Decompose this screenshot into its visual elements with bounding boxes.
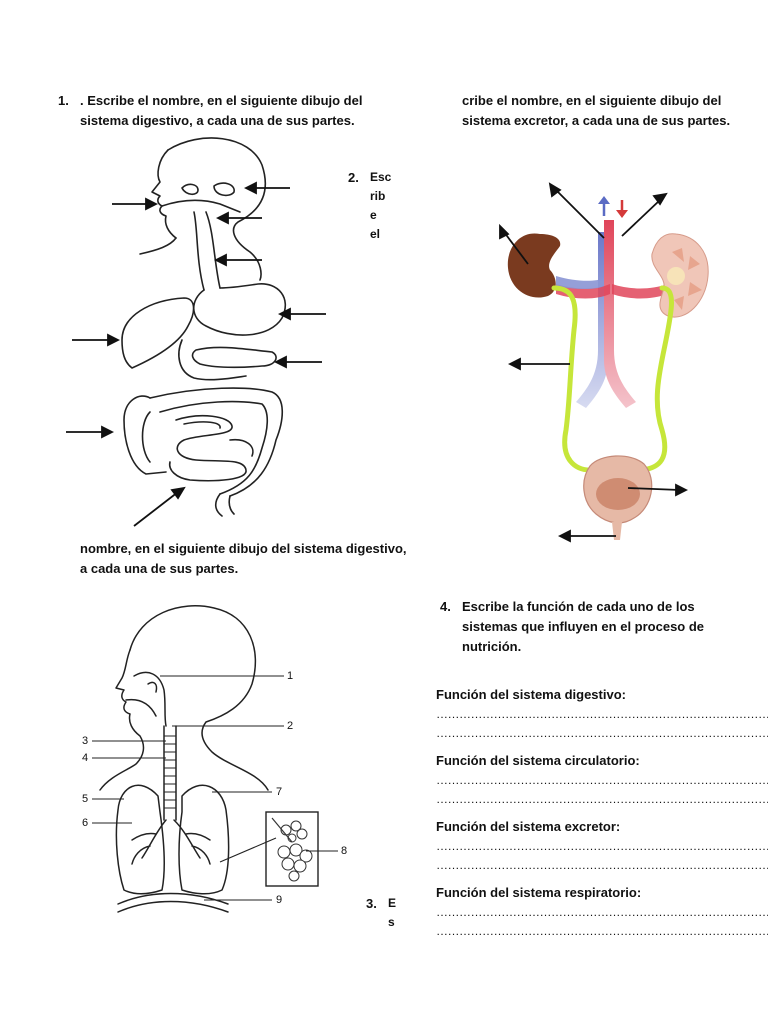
q4-number: 4. xyxy=(440,599,451,614)
resp-label-8: 8 xyxy=(341,845,348,857)
resp-line1: nombre, en el siguiente dibujo del siste… xyxy=(80,541,407,556)
resp-label-7: 7 xyxy=(276,786,283,798)
q3-fragments: E s xyxy=(388,894,412,932)
resp-line2: a cada una de sus partes. xyxy=(80,561,239,576)
q3-frag-2: s xyxy=(388,915,395,929)
resp-label-3: 3 xyxy=(82,735,89,747)
excretor-line1: cribe el nombre, en el siguiente dibujo … xyxy=(462,93,722,108)
answer-line-excretory-2[interactable]: …………………………………………………………………………… xyxy=(436,858,768,872)
resp-label-6: 6 xyxy=(82,817,89,829)
q2-number: 2. xyxy=(348,170,359,185)
q2-frag-4: el xyxy=(370,227,381,241)
resp-label-2: 2 xyxy=(287,720,294,732)
answer-line-circulatory-2[interactable]: …………………………………………………………………………… xyxy=(436,792,768,806)
function-label-digestive: Función del sistema digestivo: xyxy=(436,687,626,702)
answer-line-digestive-1[interactable]: …………………………………………………………………………… xyxy=(436,707,768,721)
q1-number: 1. xyxy=(58,93,69,108)
function-label-respiratory: Función del sistema respiratorio: xyxy=(436,885,642,900)
q4-line3: nutrición. xyxy=(462,639,522,654)
q1-line2: sistema digestivo, a cada una de sus par… xyxy=(80,113,355,128)
resp-label-9: 9 xyxy=(276,894,283,906)
q3-number: 3. xyxy=(366,896,377,911)
vessel-direction-arrows xyxy=(598,196,628,218)
resp-label-5: 5 xyxy=(82,793,89,805)
function-label-circulatory: Función del sistema circulatorio: xyxy=(436,753,640,768)
answer-line-excretory-1[interactable]: …………………………………………………………………………… xyxy=(436,839,768,853)
excretor-line2: sistema excretor, a cada una de sus part… xyxy=(462,113,731,128)
q2-fragments: Esc rib e el xyxy=(370,168,394,244)
function-label-excretory: Función del sistema excretor: xyxy=(436,819,621,834)
q4-line1: Escribe la función de cada uno de los xyxy=(462,599,695,614)
resp-label-1: 1 xyxy=(287,670,294,682)
q3-frag-1: E xyxy=(388,896,397,910)
answer-line-circulatory-1[interactable]: …………………………………………………………………………… xyxy=(436,773,768,787)
q2-frag-2: rib xyxy=(370,189,386,203)
answer-line-respiratory-1[interactable]: …………………………………………………………………………… xyxy=(436,905,768,919)
resp-label-4: 4 xyxy=(82,752,89,764)
q1-line1: . Escribe el nombre, en el siguiente dib… xyxy=(80,93,363,108)
q2-frag-1: Esc xyxy=(370,170,392,184)
answer-line-respiratory-2[interactable]: …………………………………………………………………………….. xyxy=(436,924,768,938)
q2-frag-3: e xyxy=(370,208,377,222)
q4-line2: sistemas que influyen en el proceso de xyxy=(462,619,705,634)
answer-line-digestive-2[interactable]: …………………………………………………………………………….. xyxy=(436,726,768,740)
